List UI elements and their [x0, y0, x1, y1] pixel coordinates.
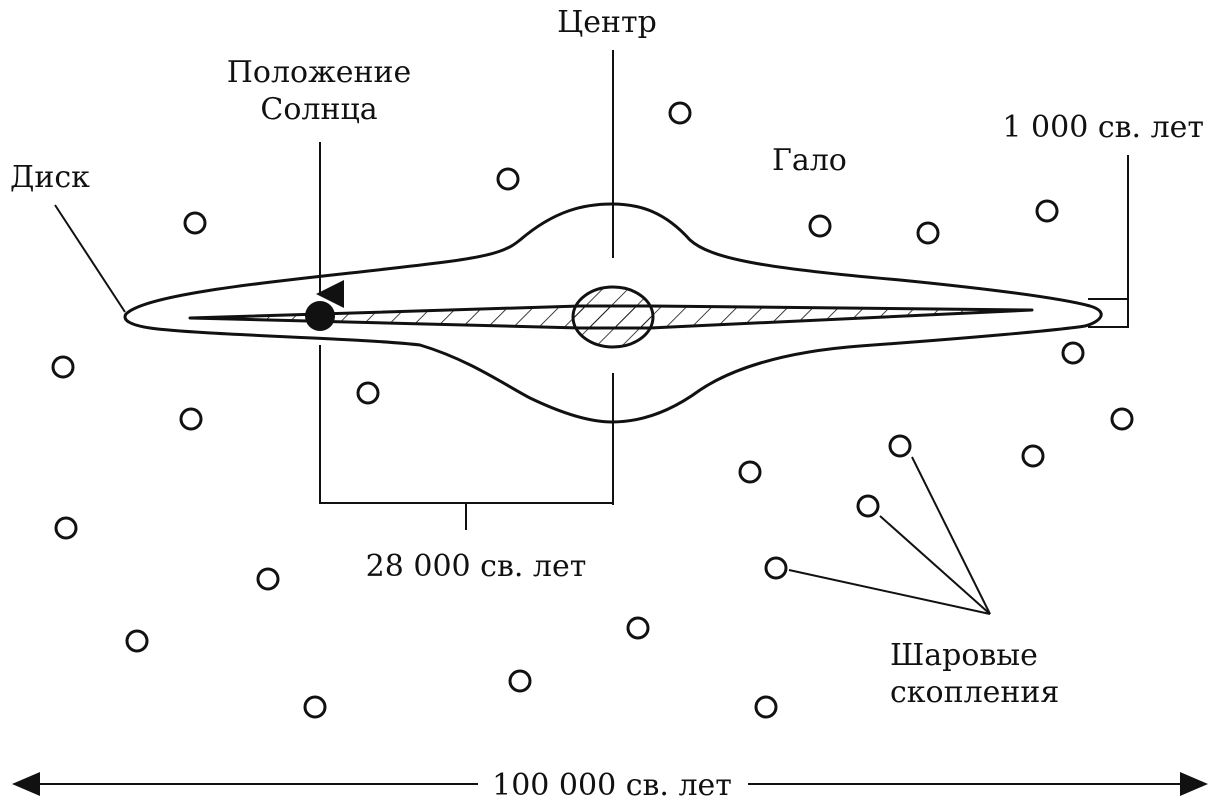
globular-cluster — [51, 355, 75, 379]
globular-cluster — [508, 669, 532, 693]
globular-cluster — [256, 567, 280, 591]
globular-label-line2: скопления — [890, 675, 1059, 710]
globular-label-line1: Шаровые — [890, 638, 1038, 673]
globular-cluster — [356, 381, 380, 405]
halo-outline — [123, 202, 1103, 424]
globular-cluster — [668, 101, 692, 125]
globular-cluster — [303, 695, 327, 719]
sun-distance-label: 28 000 св. лет — [366, 549, 587, 584]
globular-cluster — [1021, 444, 1045, 468]
globular-cluster — [764, 556, 788, 580]
thickness-label: 1 000 св. лет — [1002, 110, 1204, 145]
sun-marker — [305, 301, 335, 331]
globular-cluster — [888, 434, 912, 458]
globular-cluster — [808, 214, 832, 238]
sun-distance-bracket — [319, 345, 613, 504]
globular-clusters — [51, 101, 1134, 719]
globular-cluster — [1061, 341, 1085, 365]
globular-cluster — [179, 407, 203, 431]
globular-cluster — [626, 616, 650, 640]
globular-leaders — [788, 456, 991, 615]
globular-cluster — [856, 494, 880, 518]
globular-cluster — [1035, 199, 1059, 223]
globular-cluster — [916, 221, 940, 245]
globular-cluster — [183, 211, 207, 235]
globular-cluster — [54, 516, 78, 540]
globular-cluster — [496, 167, 520, 191]
disk-leader — [54, 204, 126, 313]
globular-cluster — [125, 629, 149, 653]
diameter-label: 100 000 св. лет — [492, 768, 732, 803]
center-label: Центр — [557, 5, 657, 40]
galactic-bulge — [571, 285, 655, 349]
globular-cluster — [738, 460, 762, 484]
globular-cluster — [1110, 407, 1134, 431]
thickness-bracket — [1088, 298, 1129, 328]
halo-label: Гало — [772, 143, 847, 178]
sun-position-label-line1: Положение — [227, 55, 411, 90]
globular-cluster — [754, 695, 778, 719]
disk-label: Диск — [10, 160, 90, 195]
sun-position-label-line2: Солнца — [260, 92, 377, 127]
